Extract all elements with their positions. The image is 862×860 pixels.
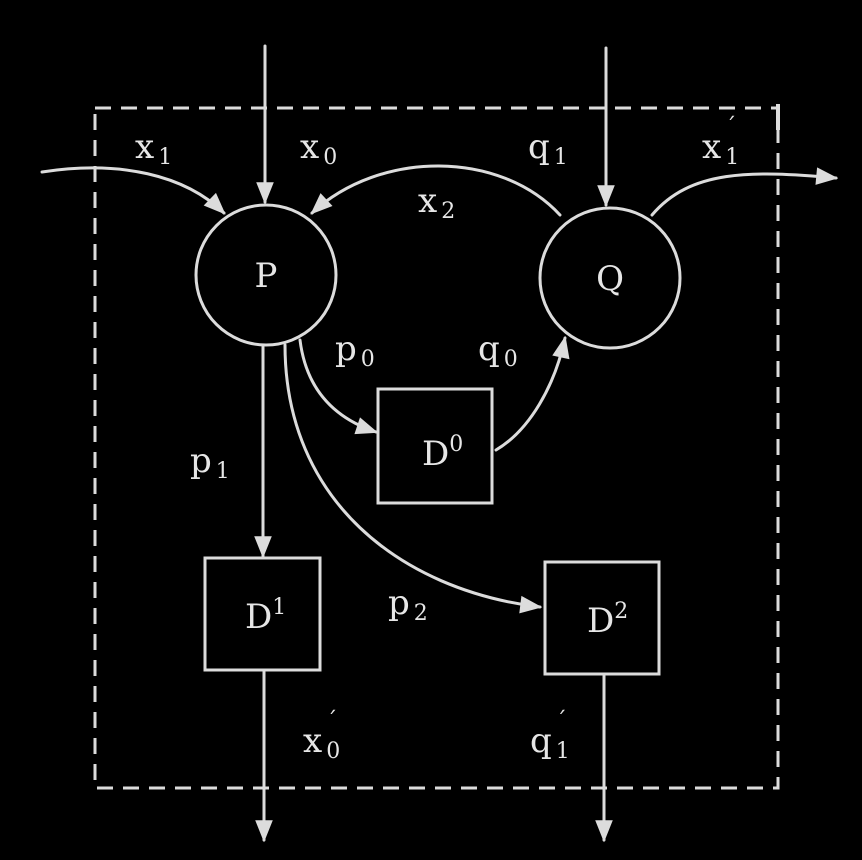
edge-p2	[283, 343, 543, 614]
node-p-label: P	[255, 256, 278, 296]
edge-p0	[298, 338, 379, 435]
node-q-label: Q	[596, 259, 624, 299]
node-d0	[376, 387, 494, 505]
edge-x1-out	[650, 167, 839, 217]
edge-q0	[494, 335, 570, 452]
node-d2-label: D2	[587, 599, 628, 641]
edge-x2	[310, 164, 562, 217]
node-q	[538, 206, 682, 350]
node-d1-label: D1	[245, 595, 286, 637]
node-p	[194, 203, 338, 347]
system-boundary	[93, 106, 780, 790]
node-d2	[543, 560, 661, 676]
node-d0-label: D0	[422, 432, 463, 474]
edge-x1	[40, 166, 226, 215]
